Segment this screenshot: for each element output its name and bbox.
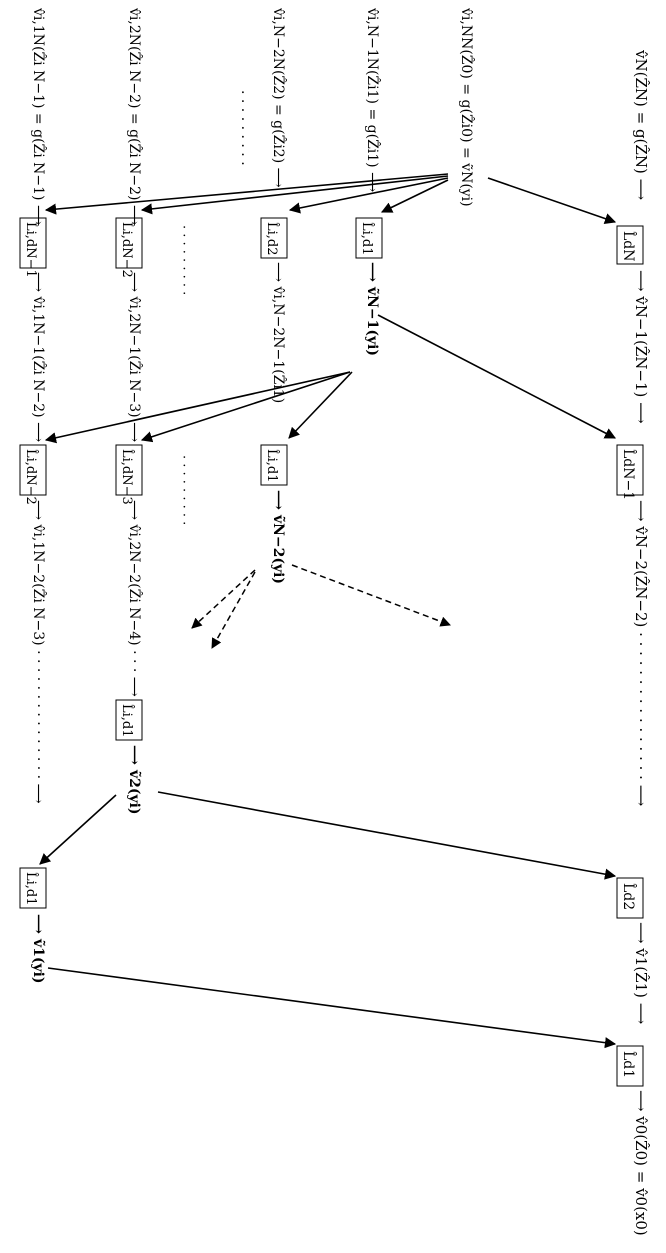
v-Nm2-label: ⟶ v̂N−2(ẐN−2) · · · · · · · · · · · · · … [632,500,650,806]
row1-after1: ⟶ ṽN−1(yi) [364,262,381,356]
arrow-vNm1-to-r2b1 [288,371,353,439]
row2-box4 [19,444,47,496]
arrow-vNm1-to-LNm1 [377,314,616,439]
v-1-label: ⟶ v̂1(Ẑ1) ⟶ [632,922,650,1024]
box-L-2 [616,877,644,919]
arrow-vN-to-r1b3 [140,175,449,215]
arrows-from-v1 [47,967,617,1049]
arrows-from-v2 [39,791,617,880]
col3-label: v̂i,2N(Ẑi N−2) = g(Ẑi N−2) ⟶ [126,7,144,225]
arrow-vNm1-to-r2b3 [140,371,351,443]
row1-box2-label: L̂i,d2 [264,222,280,256]
dashed-arrows-from-vNm2 [191,564,451,649]
top-center-label: v̂i,NN(Ẑ0) = g(Ẑi0) = ṽN(yi) [458,7,476,207]
dashed-arrow-3 [291,564,451,627]
row3-box-label: L̂i,d1 [119,704,135,738]
row1-dots: · · · · · · · · · [176,225,191,295]
arrow-v2-to-r4box [39,794,117,865]
row1-after2: ⟶ v̂i,N−2N−1(Ẑi1) [270,262,288,403]
dots-top: · · · · · · · · · [234,90,250,166]
row2-after3: ⟶ v̂i,2N−2(Ẑi N−4) · · · ⟶ [126,500,144,697]
row2-dots: · · · · · · · · · [176,455,191,525]
row1-box2 [260,217,288,259]
row4-after: ⟶ ṽ1(yi) [30,914,47,984]
box-L-Nm1 [616,444,644,496]
v-0-label: ⟶ v̂0(Ẑ0) = v̂0(x0) [632,1090,650,1236]
arrow-vN-to-r1b2 [288,177,449,214]
box-L-Nm1-label: L̂dN−1 [620,449,638,500]
row1-box4 [19,217,47,269]
arrow-v1-to-L1 [47,967,617,1049]
arrows-from-vN [44,173,617,224]
box-L-N [616,225,644,265]
row4-box-label: L̂i,d1 [23,872,39,906]
row1-box4-label: L̂i,dN−1 [23,222,39,278]
arrows-from-vNm1 [44,314,616,444]
box-L-1-label: L̂d1 [620,1051,638,1078]
row2-after4: ⟶ v̂i,1N−2(Ẑi N−3) · · · · · · · · · · ·… [30,500,48,804]
row1-after3: ⟶ v̂i,2N−1(Ẑi N−3) ⟶ [126,272,144,442]
row1-box1 [355,217,383,259]
row1-box1-label: L̂i,d1 [359,222,375,256]
box-L-1 [616,1045,644,1087]
v-N-label: v̂N(ẐN) = g(ẐN) ⟶ [632,49,650,200]
arrow-vNm1-to-r2b4 [44,371,351,444]
box-L-2-label: L̂d2 [620,883,638,910]
row1-after4: ⟶ v̂i,1N−1(Ẑi N−2) ⟶ [30,272,48,442]
v-Nm1-label: ⟶ v̂N−1(ẐN−1) ⟶ [632,270,650,424]
box-L-N-label: L̂dN [620,231,638,262]
arrow-vN-to-r1b4 [44,173,449,215]
arrow-v2-to-L2 [157,791,617,880]
row3-after: ⟶ ṽ2(yi) [126,745,143,815]
col1-label: v̂i,N−1N(Ẑi1) = g(Ẑi1) ⟶ [364,7,382,192]
arrow-vN-to-r1b1 [380,179,449,213]
arrow-vN-to-LN [487,177,617,224]
dashed-arrow-1 [191,569,256,629]
row2-box3 [115,444,143,496]
row2-box1 [260,444,288,486]
row1-box3 [115,217,143,269]
dashed-arrow-2 [211,571,256,649]
row2-box4-label: L̂i,dN−2 [23,449,39,505]
row3-box [115,699,143,741]
row1-box3-label: L̂i,dN−2 [119,222,135,278]
row2-box1-label: L̂i,d1 [264,449,280,483]
row2-box3-label: L̂i,dN−3 [119,449,135,505]
row4-box [19,867,47,909]
col4-label: v̂i,1N(Ẑi N−1) = g(Ẑi N−1) ⟶ [30,7,48,225]
row2-after1: ⟶ ṽN−2(yi) [270,490,287,584]
col2-label: v̂i,N−2N(Ẑ2) = g(Ẑi2) ⟶ [270,7,288,188]
